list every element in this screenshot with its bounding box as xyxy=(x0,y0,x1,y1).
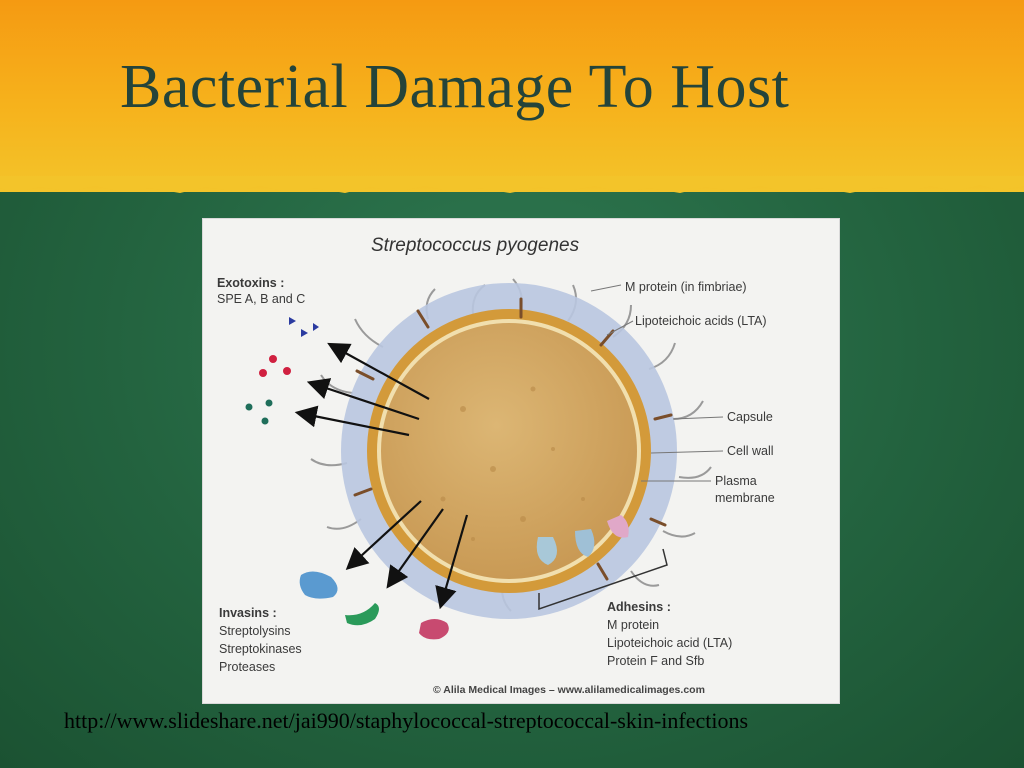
secretion-arrows xyxy=(294,342,469,610)
adhesins-item-3: Protein F and Sfb xyxy=(607,654,704,668)
label-cell-wall: Cell wall xyxy=(727,444,774,458)
label-lta: Lipoteichoic acids (LTA) xyxy=(635,314,767,328)
image-credit: © Alila Medical Images – www.alilamedica… xyxy=(433,684,705,696)
adhesins-title: Adhesins : xyxy=(607,600,671,614)
header-band xyxy=(0,0,1024,192)
label-capsule: Capsule xyxy=(727,410,773,424)
invasins-item-1: Streptolysins xyxy=(219,624,291,638)
exotoxins-item: SPE A, B and C xyxy=(217,292,305,306)
invasins-item-3: Proteases xyxy=(219,660,275,674)
leader-lines xyxy=(590,284,724,482)
label-plasma-membrane-1: Plasma xyxy=(715,474,757,488)
adhesins-item-1: M protein xyxy=(607,618,659,632)
streptococcus-diagram: Streptococcus pyogenes xyxy=(217,235,775,696)
invasins-title: Invasins : xyxy=(219,606,277,620)
adhesin-bracket xyxy=(538,548,668,611)
adhesins-item-2: Lipoteichoic acid (LTA) xyxy=(607,636,732,650)
label-plasma-membrane-2: membrane xyxy=(715,491,775,505)
invasin-molecules xyxy=(299,571,449,640)
source-url[interactable]: http://www.slideshare.net/jai990/staphyl… xyxy=(64,708,749,733)
cytoplasm xyxy=(381,323,637,579)
figure-heading: Streptococcus pyogenes xyxy=(371,235,580,256)
exotoxins-title: Exotoxins : xyxy=(217,276,284,290)
cytoplasm-granules xyxy=(440,386,585,541)
adhesin-molecules xyxy=(536,515,629,565)
exotoxin-particles xyxy=(245,317,319,425)
label-m-protein: M protein (in fimbriae) xyxy=(625,280,747,294)
invasins-item-2: Streptokinases xyxy=(219,642,302,656)
diagram-figure: Streptococcus pyogenes xyxy=(202,218,840,704)
header-torn-edge xyxy=(0,176,1024,193)
slide-title: Bacterial Damage To Host xyxy=(120,53,790,121)
